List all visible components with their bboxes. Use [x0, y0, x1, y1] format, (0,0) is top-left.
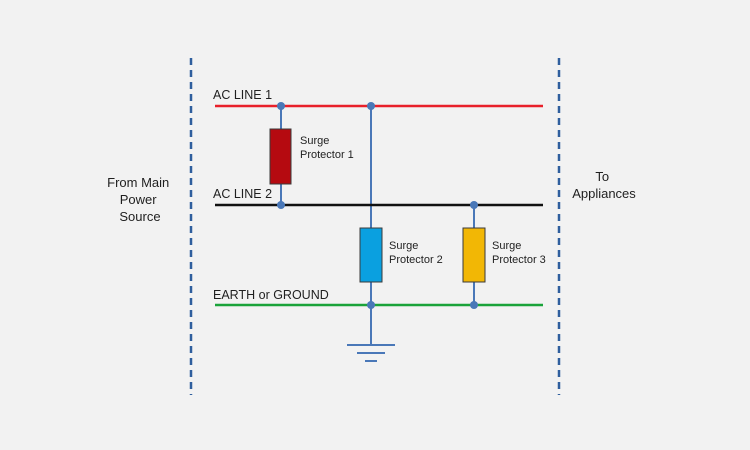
- ground-icon: [347, 344, 395, 362]
- surge-protector-2: [359, 227, 383, 283]
- junction-node: [470, 201, 478, 209]
- junction-node: [277, 102, 285, 110]
- junction-node: [277, 201, 285, 209]
- surge-protector-3-label: Surge Protector 3: [492, 240, 546, 266]
- ac-line-1-label: AC LINE 1: [213, 88, 272, 102]
- surge-protector-1-label: Surge Protector 1: [300, 135, 354, 161]
- junction-node: [470, 301, 478, 309]
- junction-node: [367, 301, 375, 309]
- source-label: From Main Power Source: [107, 175, 173, 224]
- surge-protector-1: [269, 128, 292, 185]
- appliances-label: To Appliances: [572, 169, 636, 201]
- ac-line-2-label: AC LINE 2: [213, 187, 272, 201]
- surge-protector-2-label: Surge Protector 2: [389, 240, 443, 266]
- earth-line-label: EARTH or GROUND: [213, 288, 329, 302]
- junction-node: [367, 102, 375, 110]
- surge-protector-3: [462, 227, 486, 283]
